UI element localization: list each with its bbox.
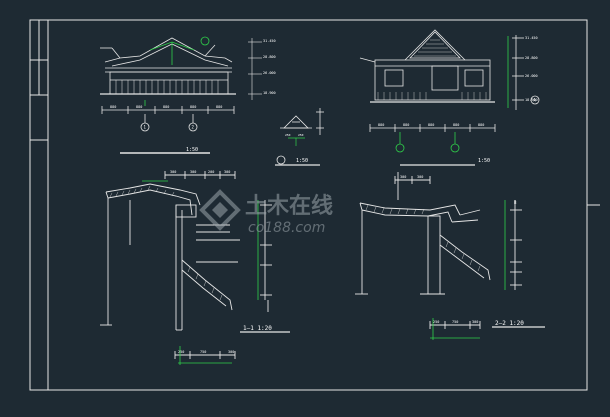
sec2-bottom-dim-2: 750	[452, 320, 458, 324]
right-axis-bubble-2	[450, 143, 460, 153]
front-dim-1: 880	[110, 105, 116, 109]
right-dim-5: 880	[478, 123, 484, 127]
right-level-top: 31.450	[525, 36, 538, 40]
front-elevation	[100, 37, 236, 154]
right-level-mid: 28.800	[525, 56, 538, 60]
watermark-diamond-logo-icon	[199, 189, 241, 231]
front-elevation-green	[144, 36, 210, 106]
sec2-top-dim-1: 300	[400, 175, 406, 179]
right-dim-2: 880	[403, 123, 409, 127]
roof-detail-scale: 1:50	[296, 158, 308, 164]
front-scale: 1:50	[186, 147, 198, 153]
section-2-labels: 300 300 250 750 300 2—2 1:20 B	[400, 175, 524, 327]
sec2-top-dim-2: 300	[417, 175, 423, 179]
front-axis-1: 1	[144, 125, 147, 130]
front-level-column	[248, 38, 262, 100]
sec1-bottom-dim-2: 750	[200, 350, 206, 354]
front-level-low: 26.000	[263, 71, 276, 75]
front-axis-2: 2	[192, 125, 195, 130]
front-dim-3: 880	[163, 105, 169, 109]
roof-detail	[275, 108, 324, 166]
right-elevation	[359, 29, 524, 166]
section-2-green	[430, 200, 506, 340]
front-level-floor: 18.900	[263, 91, 276, 95]
section-1-green	[142, 180, 259, 365]
right-axis-a: A	[534, 98, 537, 103]
front-dim-5: 880	[216, 105, 222, 109]
sec1-top-dim-3: 200	[208, 170, 214, 174]
right-dim-4: 880	[453, 123, 459, 127]
section-2	[355, 172, 545, 329]
section-1-labels: 300 300 200 300 250 750 300 1—1 1:20	[170, 170, 272, 354]
sec2-axis-b: B	[514, 200, 517, 205]
front-level-labels: 31.450 28.800 26.000 18.900	[263, 39, 276, 95]
axis-bubble-2	[188, 122, 198, 132]
front-dim-labels: 880 880 880 880 880 1 2 1:50	[110, 105, 222, 153]
sec2-title: 2—2 1:20	[495, 320, 524, 327]
right-dim-3: 880	[428, 123, 434, 127]
sec1-title: 1—1 1:20	[243, 325, 272, 332]
front-level-mid: 28.800	[263, 55, 276, 59]
right-level-low: 26.000	[525, 74, 538, 78]
sec2-bottom-dim-3: 300	[472, 320, 478, 324]
sec1-top-dim-2: 300	[190, 170, 196, 174]
right-axis-bubble-1	[395, 143, 405, 153]
sec1-top-dim-4: 300	[224, 170, 230, 174]
right-scale: 1:50	[478, 158, 490, 164]
sec2-bottom-dim-1: 250	[433, 320, 439, 324]
front-dim-4: 880	[190, 105, 196, 109]
watermark: 土木在线 co188.com	[199, 189, 333, 236]
roof-detail-dim-1: 250	[285, 133, 291, 137]
sec1-bottom-dim-3: 300	[228, 350, 234, 354]
title-frame	[29, 19, 600, 391]
right-elevation-labels: 880 880 880 880 880 1:50 31.450 28.800 2…	[378, 36, 538, 164]
roof-detail-marker	[276, 155, 286, 165]
right-dim-1: 880	[378, 123, 384, 127]
front-dim-2: 880	[136, 105, 142, 109]
axis-bubble-1	[140, 122, 150, 132]
right-level-floor: 18.900	[525, 98, 538, 102]
roof-detail-green	[288, 137, 305, 146]
watermark-sub-text: co188.com	[248, 220, 325, 236]
section-1	[100, 171, 290, 359]
sec1-top-dim-1: 300	[170, 170, 176, 174]
sec1-bottom-dim-1: 250	[178, 350, 184, 354]
roof-detail-dim-2: 250	[298, 133, 304, 137]
right-level-marker	[530, 95, 540, 105]
front-level-top: 31.450	[263, 39, 276, 43]
watermark-main-text: 土木在线	[245, 193, 333, 219]
right-elevation-green	[399, 36, 509, 144]
